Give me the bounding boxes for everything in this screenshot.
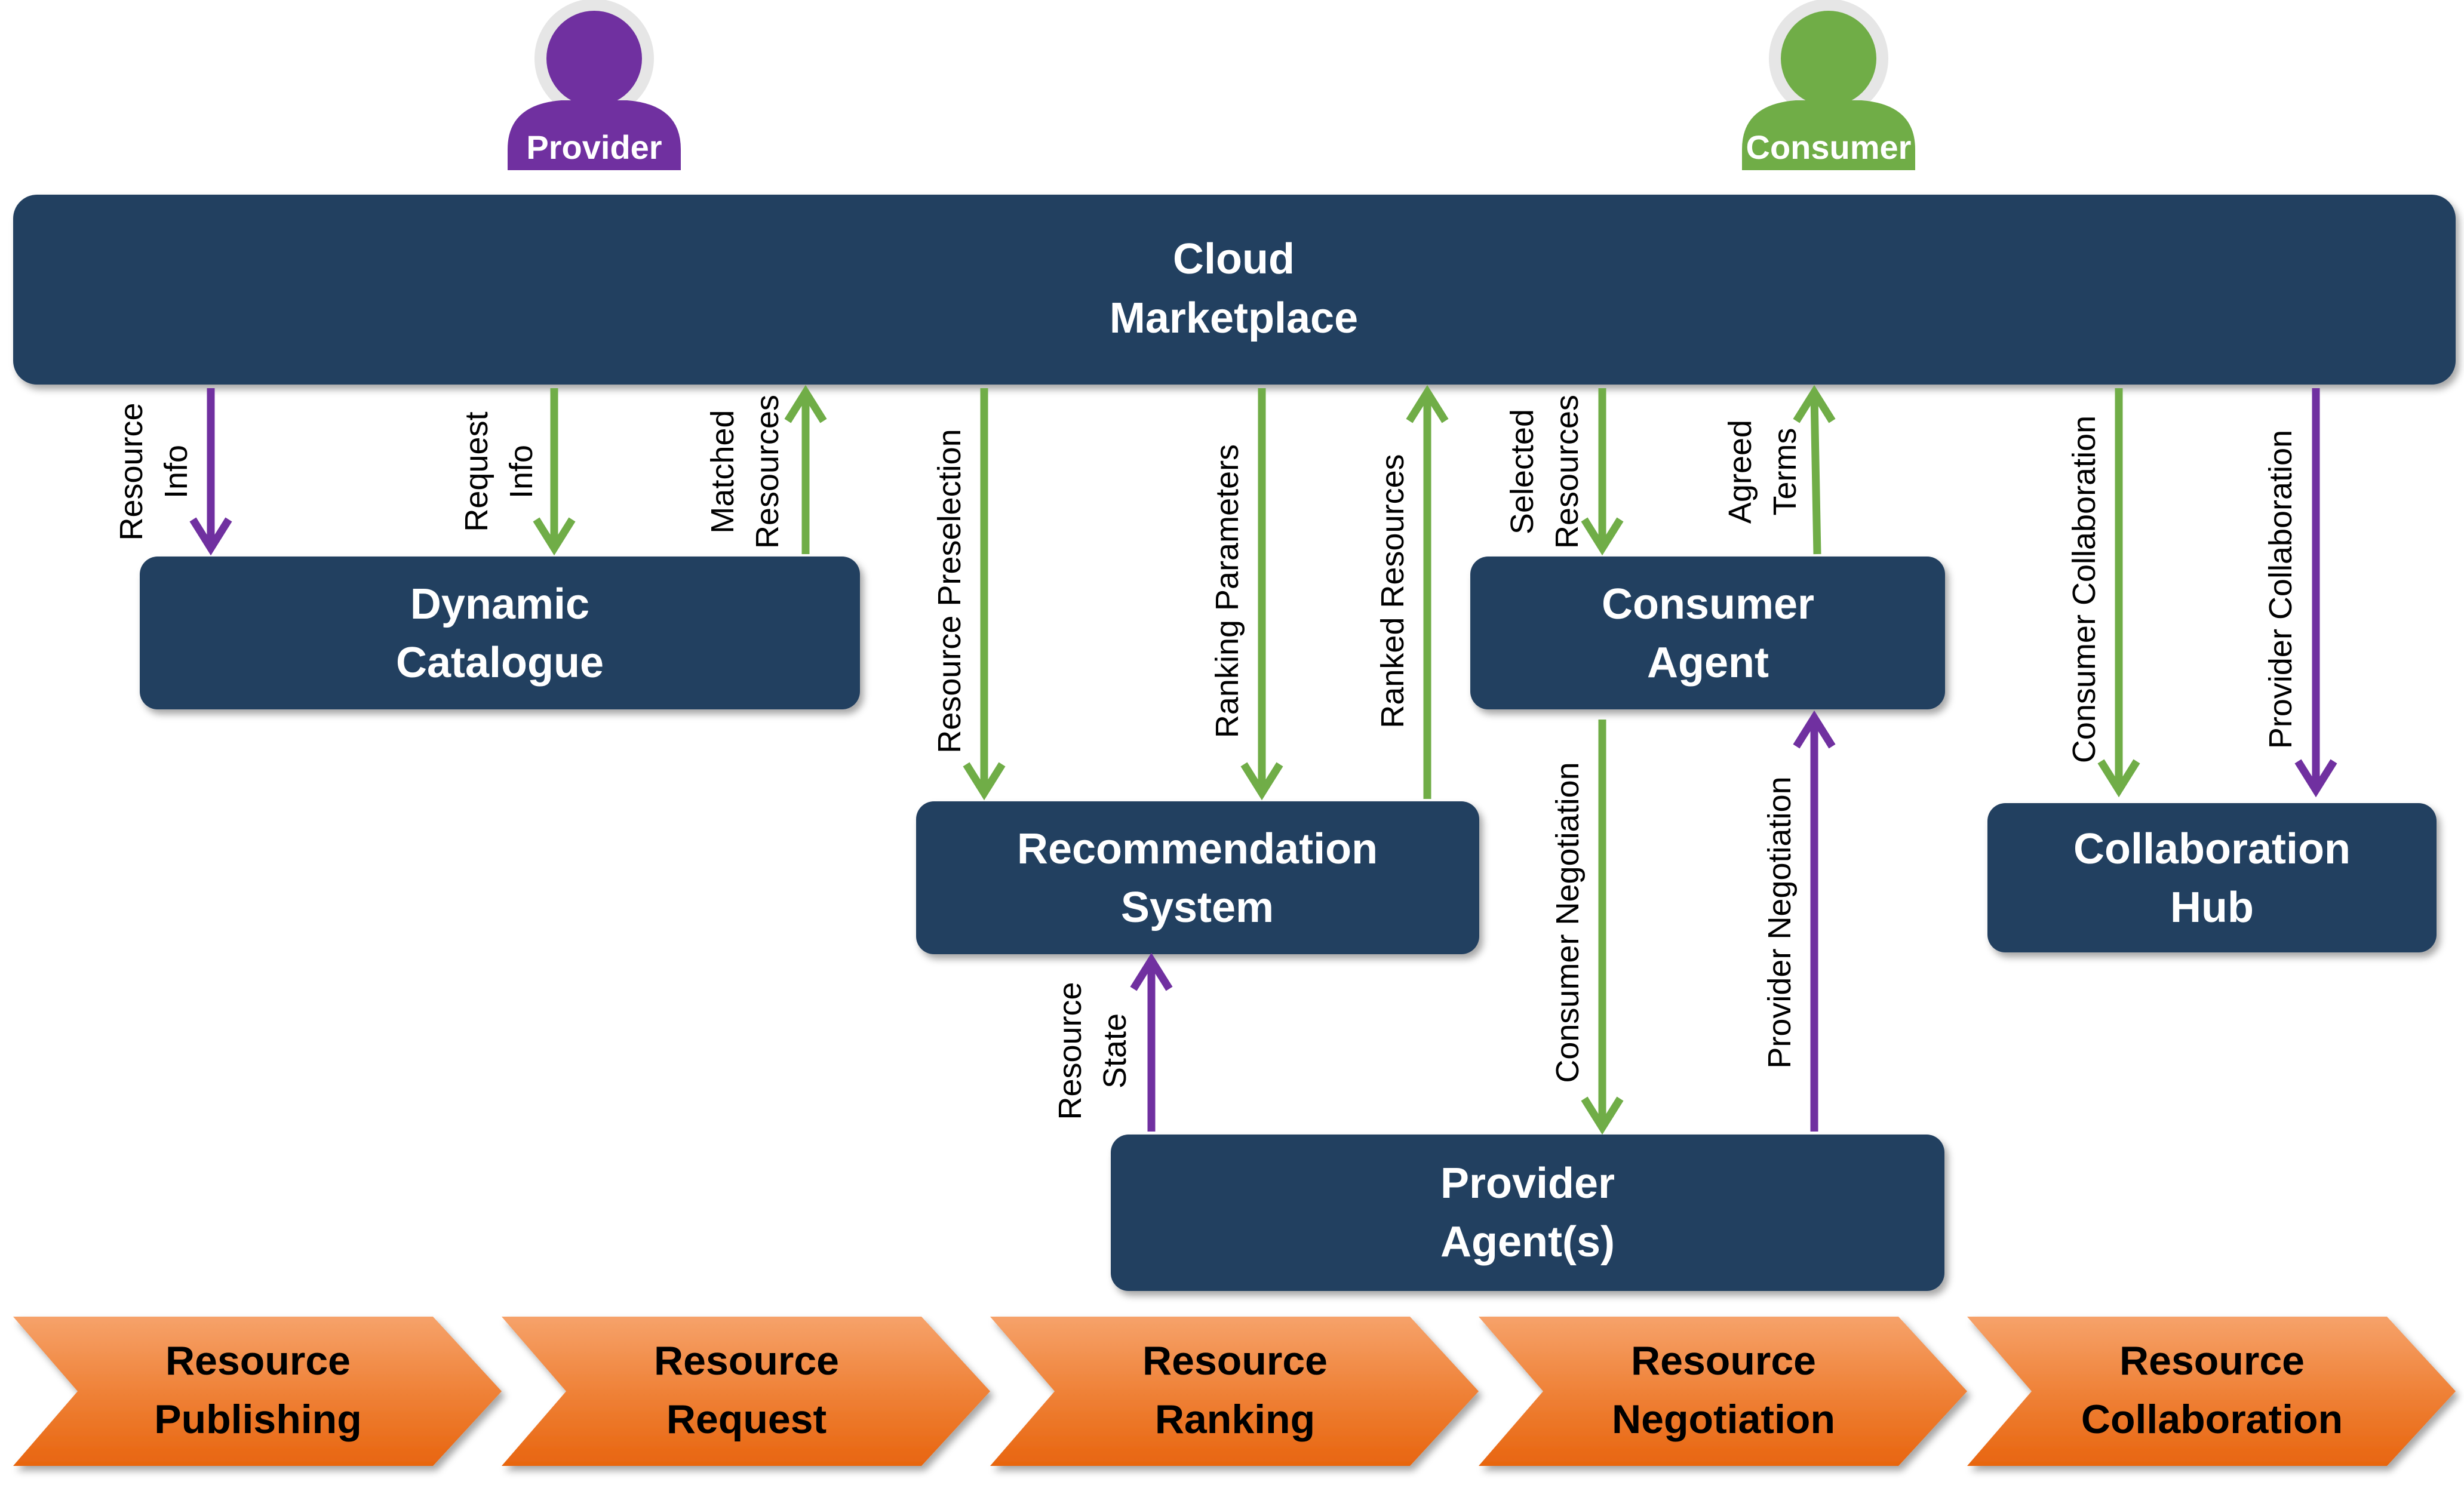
selected-resources-label-line2: Resources: [1549, 395, 1585, 549]
selected-resources-label-line1: Selected: [1504, 409, 1540, 534]
consumer-agent-line1: Consumer: [1602, 580, 1814, 628]
phase-resource-request: Resource Request: [502, 1317, 990, 1466]
request-info-label-line2: Info: [503, 445, 539, 499]
request-info-label-line1: Request: [459, 411, 494, 531]
phase-resource-publishing-line2: Publishing: [154, 1397, 362, 1442]
resource-state-label: Resource State: [1052, 982, 1133, 1120]
resource-info-label-line2: Info: [158, 445, 194, 499]
resource-preselection-label: Resource Preselection: [932, 429, 967, 753]
matched-resources-label: Matched Resources: [705, 395, 785, 549]
matched-resources-label-line2: Resources: [749, 395, 785, 549]
dynamic-catalogue-line2: Catalogue: [396, 639, 604, 687]
phase-resource-publishing: Resource Publishing: [13, 1317, 502, 1466]
resource-state-arrow: [1130, 952, 1173, 1132]
resource-info-arrow: [189, 388, 232, 556]
request-info-arrow: [533, 388, 576, 556]
phase-resource-ranking: Resource Ranking: [990, 1317, 1479, 1466]
dynamic-catalogue-line1: Dynamic: [410, 580, 589, 628]
cloud-marketplace-line1: Cloud: [1173, 235, 1295, 283]
resource-info-label: Resource Info: [113, 402, 194, 540]
provider-negotiation-arrow: [1793, 710, 1836, 1132]
consumer-person-icon: Consumer: [1742, 0, 1915, 170]
resource-info-label-line1: Resource: [113, 402, 149, 540]
consumer-negotiation-label: Consumer Negotiation: [1550, 762, 1586, 1083]
consumer-collaboration-label: Consumer Collaboration: [2066, 416, 2102, 763]
selected-resources-arrow: [1581, 388, 1624, 556]
provider-agents-line1: Provider: [1440, 1160, 1615, 1207]
collaboration-hub-box: Collaboration Hub: [1987, 803, 2437, 952]
recommendation-system-box: Recommendation System: [916, 801, 1479, 954]
dynamic-catalogue-box: Dynamic Catalogue: [140, 557, 860, 709]
phase-resource-request-line1: Resource: [654, 1338, 839, 1384]
ranking-parameters-label: Ranking Parameters: [1209, 444, 1245, 738]
phase-resource-publishing-line1: Resource: [165, 1338, 351, 1384]
provider-label: Provider: [526, 128, 662, 166]
ranked-resources-label: Ranked Resources: [1375, 454, 1411, 728]
resource-preselection-arrow: [963, 388, 1006, 801]
recommendation-system-line2: System: [1121, 884, 1274, 932]
consumer-negotiation-arrow: [1581, 720, 1624, 1135]
resource-state-label-line1: Resource: [1052, 982, 1088, 1120]
agreed-terms-label: Agreed Terms: [1722, 420, 1803, 524]
collaboration-hub-line2: Hub: [2170, 884, 2254, 932]
matched-resources-arrow: [784, 385, 827, 554]
consumer-agent-box: Consumer Agent: [1470, 557, 1945, 709]
phase-resource-request-line2: Request: [666, 1397, 827, 1442]
phase-resource-negotiation-line2: Negotiation: [1612, 1397, 1835, 1442]
provider-negotiation-label: Provider Negotiation: [1762, 776, 1798, 1068]
phase-resource-collaboration-line2: Collaboration: [2081, 1397, 2343, 1442]
agreed-terms-label-line1: Agreed: [1722, 420, 1758, 524]
phase-resource-collaboration-line1: Resource: [2119, 1338, 2305, 1384]
phase-resource-negotiation: Resource Negotiation: [1479, 1317, 1967, 1466]
consumer-collaboration-arrow: [2097, 388, 2140, 798]
consumer-agent-line2: Agent: [1647, 639, 1769, 687]
phase-resource-negotiation-line1: Resource: [1631, 1338, 1816, 1384]
provider-collaboration-label: Provider Collaboration: [2263, 430, 2299, 749]
request-info-label: Request Info: [459, 411, 539, 531]
agreed-terms-arrow: [1793, 385, 1836, 555]
cloud-marketplace-box: Cloud Marketplace: [13, 195, 2456, 385]
ranked-resources-arrow: [1406, 385, 1449, 799]
consumer-label: Consumer: [1746, 128, 1912, 166]
matched-resources-label-line1: Matched: [705, 410, 741, 533]
phase-resource-ranking-line1: Resource: [1142, 1338, 1328, 1384]
ranking-parameters-arrow: [1240, 388, 1283, 801]
selected-resources-label: Selected Resources: [1504, 395, 1585, 549]
collaboration-hub-line1: Collaboration: [2073, 825, 2351, 873]
provider-agents-line2: Agent(s): [1440, 1218, 1615, 1266]
agreed-terms-label-line2: Terms: [1767, 428, 1803, 516]
cloud-marketplace-line2: Marketplace: [1110, 294, 1358, 342]
phase-resource-collaboration: Resource Collaboration: [1967, 1317, 2456, 1466]
provider-collaboration-arrow: [2294, 388, 2337, 798]
phase-resource-ranking-line2: Ranking: [1155, 1397, 1315, 1442]
provider-person-icon: Provider: [508, 0, 681, 170]
recommendation-system-line1: Recommendation: [1017, 825, 1378, 873]
resource-state-label-line2: State: [1097, 1013, 1133, 1089]
provider-agents-box: Provider Agent(s): [1111, 1135, 1944, 1291]
